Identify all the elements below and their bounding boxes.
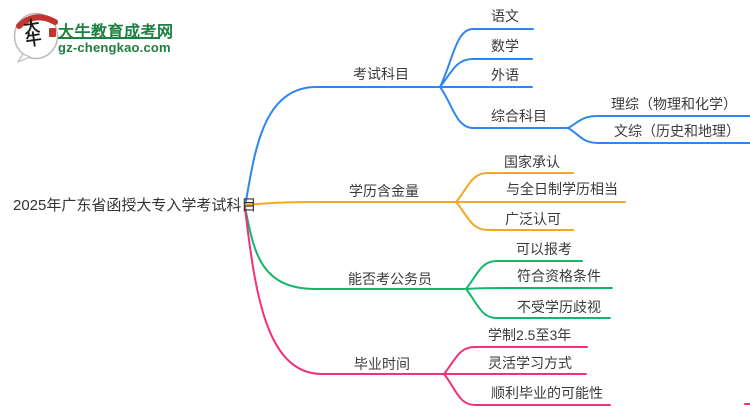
child-program-duration: 学制2.5至3年 [488, 327, 572, 343]
child-chinese: 语文 [491, 8, 519, 24]
edge-civil-qualifications [465, 287, 613, 290]
logo-site-name: 大牛教育成考网 [58, 24, 174, 41]
child-equivalent-fulltime: 与全日制学历相当 [506, 181, 618, 197]
edge-exam-math [439, 58, 533, 88]
edge-root-exam-subjects [244, 86, 441, 207]
edge-root-graduation-time [244, 207, 445, 375]
grandchild-liberal-arts-comprehensive: 文综（历史和地理） [614, 123, 740, 139]
logo-bubble-graphic [13, 12, 59, 63]
child-can-apply: 可以报考 [516, 241, 572, 257]
edge-root-degree-value [244, 201, 457, 206]
edge-degree-state-recognized [455, 172, 574, 203]
logo-red-seal [49, 28, 56, 37]
child-meets-qualifications: 符合资格条件 [517, 268, 601, 284]
site-logo: 大牛 大牛教育成考网 gz-chengkao.com [11, 9, 176, 63]
branch-exam-subjects: 考试科目 [353, 66, 409, 82]
branch-civil-servant-eligibility: 能否考公务员 [348, 271, 432, 287]
edge-exam-comprehensive [439, 86, 569, 129]
grandchild-science-comprehensive: 理综（物理和化学） [611, 96, 737, 112]
child-graduation-likelihood: 顺利毕业的可能性 [491, 385, 603, 401]
edge-graduation-duration [443, 346, 588, 375]
edge-comprehensive-science [567, 115, 750, 129]
child-widely-recognized: 广泛认可 [505, 211, 561, 227]
branch-graduation-time: 毕业时间 [354, 356, 410, 372]
edge-degree-widely-recognized [455, 201, 574, 231]
branch-degree-value: 学历含金量 [349, 183, 419, 199]
edge-civil-can-apply [465, 260, 583, 290]
logo-divider [58, 37, 160, 39]
root-title: 2025年广东省函授大专入学考试科目 [13, 197, 257, 214]
child-no-discrimination: 不受学历歧视 [517, 299, 601, 315]
edge-civil-no-discrimination [465, 288, 611, 319]
child-math: 数学 [491, 38, 519, 54]
child-state-recognized: 国家承认 [504, 154, 560, 170]
edge-root-civil-servant [244, 206, 467, 290]
child-comprehensive: 综合科目 [491, 108, 547, 124]
edge-graduation-likelihood [443, 373, 611, 406]
child-flexible-learning: 灵活学习方式 [488, 355, 572, 371]
logo-site-url: gz-chengkao.com [58, 40, 171, 55]
logo-red-arc [16, 14, 58, 29]
edge-exam-chinese [439, 28, 534, 88]
child-foreign-language: 外语 [491, 67, 519, 83]
edge-comprehensive-liberal-arts [567, 127, 750, 144]
